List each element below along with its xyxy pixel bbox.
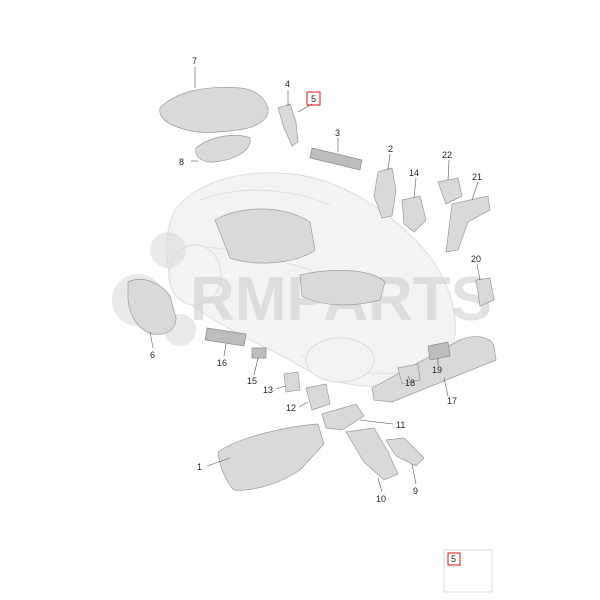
callout-5[interactable]: 5 [311,94,316,104]
part-12[interactable] [305,383,331,411]
callout-12[interactable]: 12 [286,403,296,413]
part-10[interactable] [345,427,399,481]
part-17[interactable] [371,336,497,403]
callout-15[interactable]: 15 [247,376,257,386]
callout-16[interactable]: 16 [217,358,227,368]
callout-14[interactable]: 14 [409,168,419,178]
part-13[interactable] [283,371,301,393]
callout-9[interactable]: 9 [413,486,418,496]
part-18[interactable] [397,363,421,385]
callout-19[interactable]: 19 [432,365,442,375]
callout-22[interactable]: 22 [442,150,452,160]
callout-20[interactable]: 20 [471,254,481,264]
callout-8[interactable]: 8 [179,157,184,167]
callout-labels: 7 8 4 5 3 2 22 14 21 20 6 16 15 13 12 11… [150,56,482,504]
callout-10[interactable]: 10 [376,494,386,504]
legend-clip-5: 5 [443,549,493,593]
callout-13[interactable]: 13 [263,385,273,395]
legend-callout-5-highlight [447,552,461,566]
callout-17[interactable]: 17 [447,396,457,406]
callout-21[interactable]: 21 [472,172,482,182]
part-20[interactable] [475,277,495,307]
callout-5-highlight [306,91,321,106]
part-7[interactable] [159,87,269,133]
part-16[interactable] [204,327,247,347]
part-2[interactable] [373,167,397,219]
part-14[interactable] [401,195,427,233]
callout-18[interactable]: 18 [405,378,415,388]
part-1[interactable] [217,423,325,491]
callout-6[interactable]: 6 [150,350,155,360]
legend-callout-5: 5 [451,554,456,564]
part-21[interactable] [445,195,491,253]
callout-2[interactable]: 2 [388,144,393,154]
callout-7[interactable]: 7 [192,56,197,66]
part-15[interactable] [251,347,267,359]
callout-4[interactable]: 4 [285,79,290,89]
part-11[interactable] [321,403,365,431]
callout-11[interactable]: 11 [396,420,405,430]
callout-3[interactable]: 3 [335,128,340,138]
callout-1[interactable]: 1 [197,462,202,472]
part-3[interactable] [309,147,363,171]
part-22[interactable] [437,177,463,205]
engine-assembly [214,208,386,306]
part-6[interactable] [127,279,177,335]
part-9[interactable] [385,437,425,467]
part-8[interactable] [195,134,251,163]
part-19[interactable] [427,341,451,361]
part-4[interactable] [277,103,299,147]
leader-lines [149,67,481,493]
